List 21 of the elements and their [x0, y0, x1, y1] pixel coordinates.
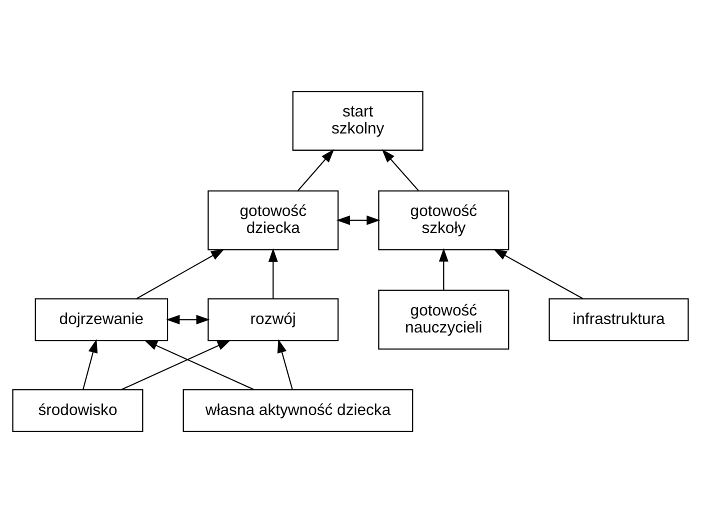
- arrow: [438, 248, 448, 290]
- arrow: [121, 339, 231, 390]
- arrow: [382, 148, 419, 190]
- arrow: [336, 215, 380, 225]
- node-box: gotowość szkoły: [378, 190, 510, 250]
- arrow: [166, 314, 210, 324]
- node-box: środowisko: [12, 388, 144, 432]
- arrow: [268, 248, 278, 298]
- node-box: infrastruktura: [548, 298, 689, 341]
- arrow: [136, 248, 225, 299]
- node-box: dojrzewanie: [34, 298, 168, 341]
- node-box: start szkolny: [292, 90, 424, 150]
- arrow: [298, 148, 334, 190]
- node-box: rozwój: [208, 298, 339, 341]
- node-box: własna aktywność dziecka: [182, 388, 414, 432]
- arrow: [144, 339, 254, 390]
- arrow: [277, 338, 293, 389]
- arrow: [493, 248, 584, 299]
- node-box: gotowość nauczycieli: [378, 289, 510, 350]
- node-box: gotowość dziecka: [208, 190, 339, 250]
- arrow: [82, 338, 98, 389]
